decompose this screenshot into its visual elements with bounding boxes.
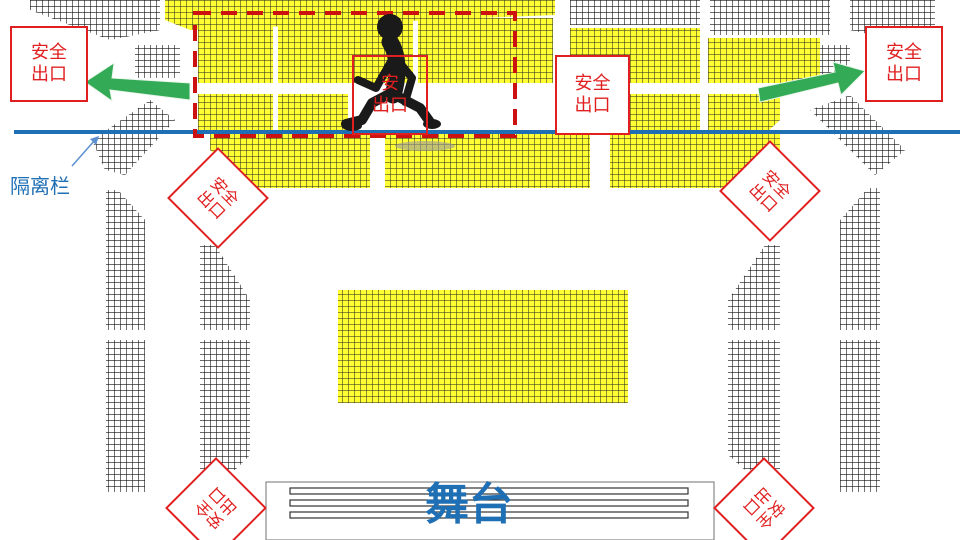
white-seating-blocks <box>30 0 935 492</box>
seat-block-right-inner-top <box>728 245 780 330</box>
green-arrow-icon <box>757 61 866 103</box>
seat-block-left-inner-bottom <box>200 340 250 470</box>
seat-block-left-inner-top <box>200 245 250 330</box>
highlight-dashed-outline <box>193 11 517 138</box>
exit-sign-top-right: 安全 出口 <box>865 26 943 102</box>
seat-block-top-left-wedge <box>135 45 180 78</box>
exit-sign-upper-center-partial: 安 出口 <box>352 55 428 135</box>
barrier-pointer-head <box>90 136 99 145</box>
seat-block-right-outer-bottom <box>840 340 880 492</box>
seat-block-right-outer-top <box>840 188 880 330</box>
seat-block-upper-left-yellow <box>198 18 273 83</box>
stage-stripe-2 <box>289 499 689 507</box>
seat-block-top-right-white <box>710 0 830 35</box>
exit-sign-top-left: 安全 出口 <box>10 26 88 102</box>
stage-stripe-1 <box>289 487 689 495</box>
stage-label: 舞台 <box>425 479 513 530</box>
seat-block-right-inner-bottom <box>728 340 780 470</box>
seat-block-row2-left-yellow <box>198 94 273 134</box>
seat-block-lower-left-yellow <box>210 134 370 188</box>
seat-block-right-fan <box>810 95 905 175</box>
exit-sign-upper-center: 安全 出口 <box>555 55 630 135</box>
seat-block-left-fan <box>92 100 175 175</box>
stage-stripe-3 <box>289 511 689 519</box>
seat-block-upper-far-right-yellow <box>708 38 820 83</box>
seat-block-floor-yellow <box>338 290 628 403</box>
seat-block-top-far-left <box>30 0 160 40</box>
barrier-label: 隔离栏 <box>10 174 70 198</box>
seat-block-left-outer-top <box>106 190 145 330</box>
seat-block-row2-far-right-yellow <box>708 94 780 134</box>
seat-block-upper-center-right-yellow <box>418 18 553 83</box>
seat-block-left-outer-bottom <box>106 340 145 492</box>
green-arrow-icon <box>84 61 191 103</box>
seat-block-row2-center-yellow <box>278 94 348 134</box>
seat-block-top-center-white <box>570 0 700 25</box>
stage-area <box>265 481 715 540</box>
barrier-pointer <box>71 139 96 167</box>
